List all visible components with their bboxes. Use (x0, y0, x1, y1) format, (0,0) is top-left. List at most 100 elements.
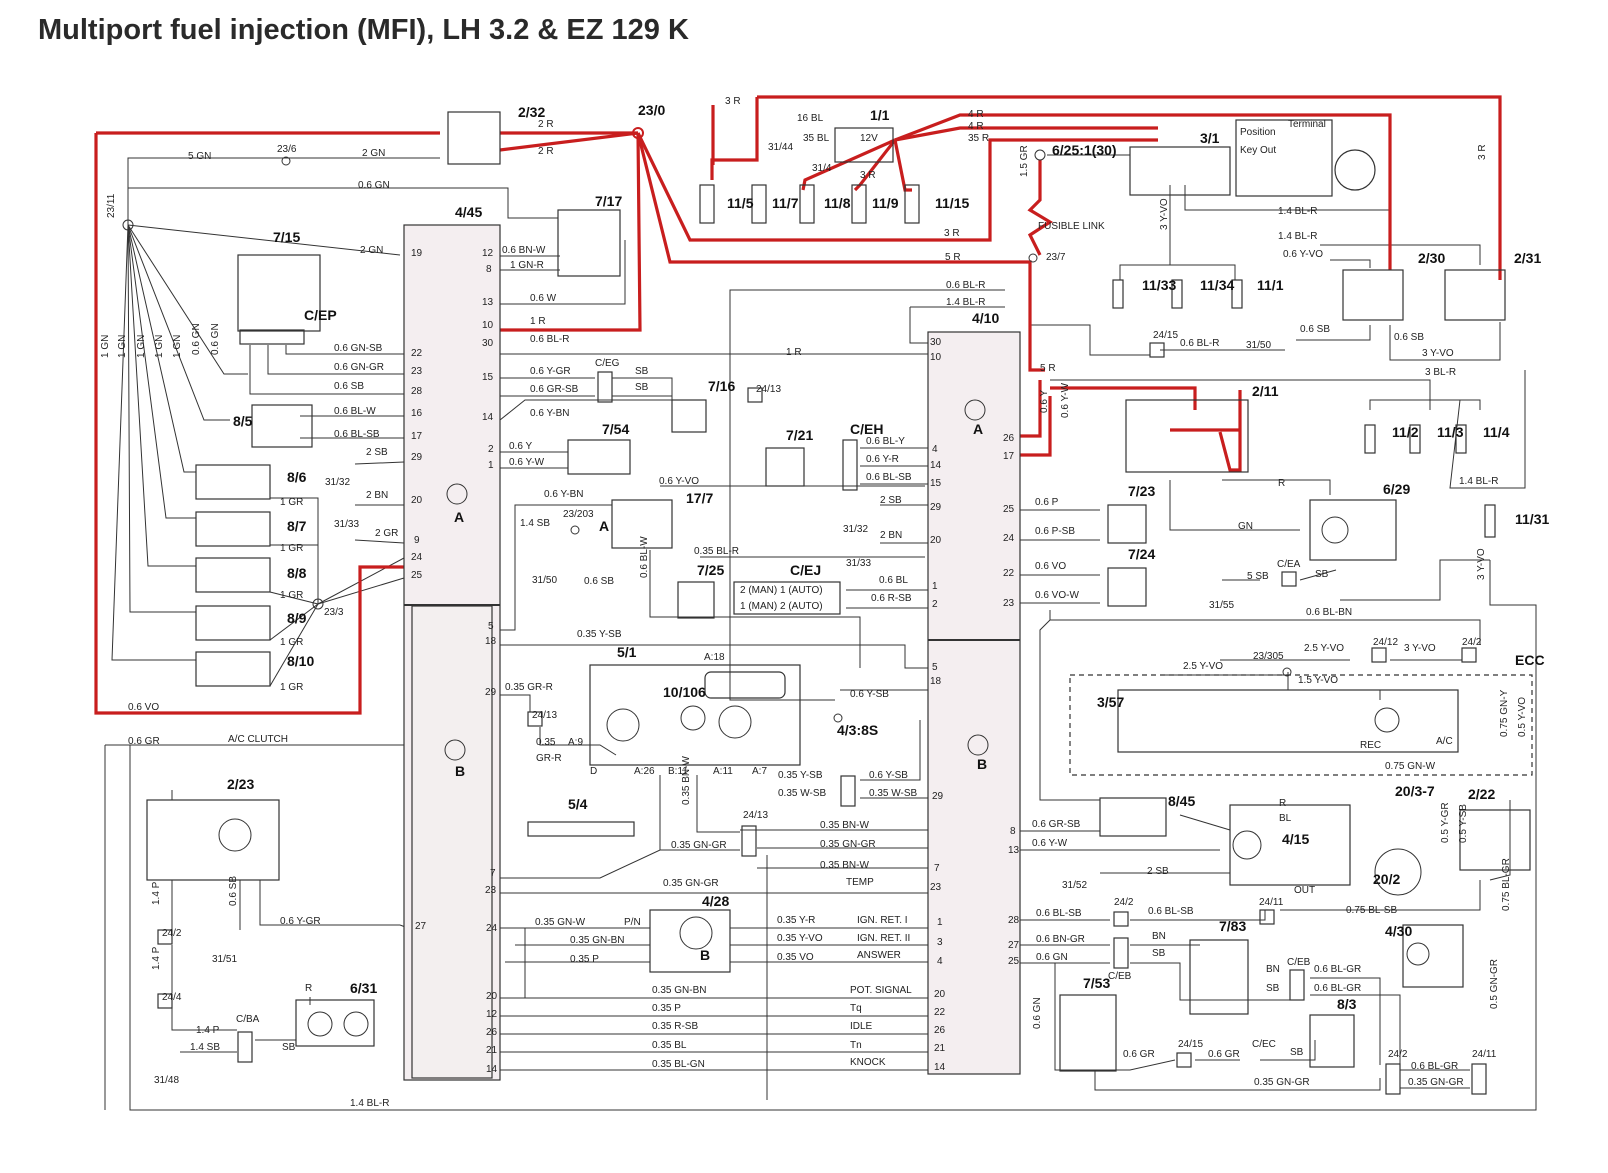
wire-label: 0.6 Y-BN (530, 408, 569, 419)
wire-label: Tn (850, 1040, 862, 1051)
wire-label-vertical: 3 R (1477, 144, 1488, 160)
wire-label: 0.6 GN-GR (334, 362, 384, 373)
pin-number: 23 (1003, 598, 1015, 609)
wire-label: A:9 (568, 737, 583, 748)
wire-label: IGN. RET. I (857, 915, 908, 926)
wire-label: BN (1266, 964, 1280, 975)
wire-label: 0.6 GN (358, 180, 390, 191)
component-label: 7/16 (708, 378, 735, 394)
wire-label: 0.35 GN-GR (820, 839, 876, 850)
component-label: 10/106 (663, 684, 706, 700)
wire-label: 0.6 BL-SB (1036, 908, 1082, 919)
pin-number: 26 (934, 1025, 946, 1036)
wire-label: 0.6 VO-W (1035, 590, 1079, 601)
wire-label: 0.6 VO (1035, 561, 1066, 572)
wire-label: POT. SIGNAL (850, 985, 912, 996)
pin-number: 15 (930, 478, 942, 489)
connector-label: 24/2 (1114, 897, 1134, 908)
pin-number: 18 (930, 676, 942, 687)
component-label: 11/8 (824, 195, 851, 211)
wire-label: 1 GR (280, 637, 303, 648)
pin-number: 14 (934, 1062, 946, 1073)
connector-label: C/EC (1252, 1039, 1276, 1050)
wire-label-vertical: 0.6 Y (1039, 390, 1050, 413)
wire-label: Position (1240, 127, 1276, 138)
wire-label: 2 SB (880, 495, 902, 506)
component-label: 7/24 (1128, 546, 1155, 562)
wire-label-vertical: 1 GN (172, 335, 183, 358)
wire-label: 1 R (530, 316, 546, 327)
wire-label: 4 R (968, 121, 984, 132)
wire-label-vertical: 0.75 BL-GR (1501, 858, 1512, 911)
wire-label: 2 SB (366, 447, 388, 458)
wire-label-vertical: 23/11 (106, 193, 117, 218)
wire-label: A:11 (713, 766, 733, 777)
wire-label: IGN. RET. II (857, 933, 910, 944)
wire-label-vertical: 1 GN (117, 335, 128, 358)
wire-label: 1.4 BL-R (1278, 206, 1317, 217)
wire-label: 2 R (538, 119, 554, 130)
component-label: 2/22 (1468, 786, 1495, 802)
wire-label-vertical: 3 Y-VO (1159, 198, 1170, 230)
pin-number: 22 (1003, 568, 1015, 579)
component-label: 2/30 (1418, 250, 1445, 266)
wire-label-vertical: 1.4 P (151, 946, 162, 970)
pin-number: 7 (490, 868, 496, 879)
wire-label: A:7 (752, 766, 767, 777)
wire-label: 0.6 GR (1123, 1049, 1155, 1060)
pin-number: 4 (937, 956, 943, 967)
wire-label: Key Out (1240, 145, 1276, 156)
pin-number: 12 (482, 248, 494, 259)
wire-label: 0.35 BL (652, 1040, 687, 1051)
wire-label: 0.6 BL-R (1180, 338, 1219, 349)
wire-label: 23/3 (324, 607, 344, 618)
wire-label-vertical: 0.6 BL-W (639, 536, 650, 578)
wire-label: ANSWER (857, 950, 901, 961)
pin-number: 5 (488, 621, 494, 632)
wire-label-vertical: 0.5 Y-VO (1517, 697, 1528, 737)
component-label: 2/23 (227, 776, 254, 792)
pin-number: 1 (932, 581, 938, 592)
wire-label: 0.6 Y-W (509, 457, 545, 468)
component-label: 11/1 (1257, 277, 1284, 293)
component-label: 6/31 (350, 980, 377, 996)
wire-label: 0.6 W (530, 293, 557, 304)
pin-number: 4 (932, 444, 938, 455)
wire-label: SB (1290, 1047, 1304, 1058)
wire-label: D (590, 766, 597, 777)
wire-label: 31/44 (768, 142, 793, 153)
connector-label: C/EB (1287, 957, 1311, 968)
pin-number: 2 (488, 444, 494, 455)
component-label: 4/30 (1385, 923, 1412, 939)
wire-label: 0.6 BL-SB (1148, 906, 1194, 917)
wire-label-vertical: 0.35 BN-W (681, 756, 692, 805)
wire-label: 0.6 Y-VO (659, 476, 699, 487)
connector-label: C/EG (595, 358, 620, 369)
component-label: 2/11 (1252, 383, 1279, 399)
component-label: 8/10 (287, 653, 314, 669)
ecu-section-letter: B (455, 763, 465, 779)
pin-number: 1 (937, 917, 943, 928)
wire-label-vertical: 0.6 Y-W (1060, 382, 1071, 418)
wire-label: 0.6 Y-GR (530, 366, 571, 377)
pin-number: 13 (1008, 845, 1020, 856)
component-label: 11/7 (772, 195, 799, 211)
pin-number: 26 (486, 1027, 498, 1038)
pin-number: 14 (486, 1064, 498, 1075)
ecu-section-letter: B (977, 756, 987, 772)
wire-label: 0.35 GN-GR (1254, 1077, 1310, 1088)
wire-label: 0.6 Y-SB (850, 689, 889, 700)
component-label: 8/9 (287, 610, 307, 626)
wire-label: 31/32 (843, 524, 868, 535)
wire-label: 23/6 (277, 144, 297, 155)
wire-label-vertical: 0.5 GN-GR (1489, 959, 1500, 1009)
connector-label: 24/12 (1373, 637, 1398, 648)
wire-label: SB (1266, 983, 1280, 994)
diagram-title: Multiport fuel injection (MFI), LH 3.2 &… (38, 14, 689, 46)
wire-label: 0.35 Y-R (777, 915, 815, 926)
pin-number: 10 (930, 352, 942, 363)
pin-number: 29 (485, 687, 497, 698)
component-label: 1/1 (870, 107, 890, 123)
wire-label: 23/203 (563, 509, 594, 520)
wire-label: 2.5 Y-VO (1183, 661, 1223, 672)
